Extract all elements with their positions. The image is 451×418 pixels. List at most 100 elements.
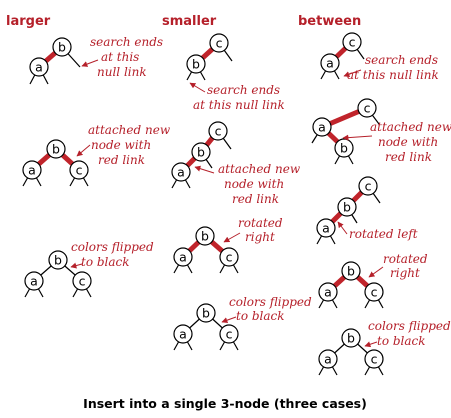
svg-text:a: a (177, 165, 185, 180)
annotation-larger-flipped: colors flipped to black (71, 240, 158, 269)
annotation-arrow (81, 59, 99, 67)
node-a: a (173, 324, 193, 344)
between-step-attached: c a b attached new node with red link (311, 98, 451, 165)
svg-text:c: c (226, 327, 233, 342)
svg-text:b: b (340, 141, 348, 156)
annotation-smaller-search: search ends at this null link (193, 83, 285, 112)
annotation-between-rotated-right: rotated right (383, 252, 431, 280)
node-b: b (48, 250, 68, 270)
annotation-arrow (364, 341, 378, 348)
node-b: b (196, 303, 216, 323)
between-step-rotated-right: b a c rotated right (318, 252, 431, 309)
node-b: b (341, 261, 361, 281)
node-c: c (357, 98, 377, 118)
node-c: c (219, 324, 239, 344)
svg-text:a: a (179, 250, 187, 265)
annotation-arrow (221, 316, 237, 324)
annotation-arrow (343, 69, 362, 78)
larger-step-flipped: b a c colors flipped to black (24, 240, 158, 298)
svg-text:b: b (52, 142, 60, 157)
node-b: b (337, 197, 357, 217)
svg-text:a: a (324, 285, 332, 300)
smaller-step-search: c b search ends at this null link (186, 33, 285, 112)
svg-text:a: a (179, 327, 187, 342)
svg-text:b: b (192, 57, 200, 72)
annotation-arrow (342, 134, 373, 141)
larger-step-search: b a search ends at this null link (29, 35, 163, 85)
svg-text:c: c (215, 124, 222, 139)
node-a: a (171, 162, 191, 182)
svg-text:b: b (201, 229, 209, 244)
svg-text:b: b (202, 306, 210, 321)
figure-caption: Insert into a single 3-node (three cases… (83, 396, 367, 411)
svg-text:a: a (35, 60, 43, 75)
node-a: a (320, 53, 340, 73)
node-b: b (341, 328, 361, 348)
svg-text:c: c (226, 250, 233, 265)
annotation-arrow (194, 165, 215, 174)
column-header-between: between (298, 14, 361, 29)
node-a: a (318, 282, 338, 302)
node-a: a (318, 349, 338, 369)
annotation-between-rotated-left: rotated left (349, 227, 418, 241)
node-a: a (24, 271, 44, 291)
node-b: b (52, 37, 72, 57)
node-c: c (364, 282, 384, 302)
svg-text:a: a (322, 221, 330, 236)
annotation-between-attached: attached new node with red link (370, 120, 451, 164)
svg-text:c: c (364, 101, 371, 116)
annotation-arrow (223, 232, 241, 243)
between-step-flipped: b a c colors flipped to black (318, 319, 451, 376)
node-a: a (29, 57, 49, 77)
node-c: c (208, 121, 228, 141)
column-header-smaller: smaller (162, 14, 217, 29)
node-a: a (316, 218, 336, 238)
between-step-rotated-left: c b a rotated left (316, 176, 418, 245)
annotation-arrow (337, 221, 348, 235)
node-c: c (209, 33, 229, 53)
node-a: a (173, 247, 193, 267)
svg-text:c: c (365, 179, 372, 194)
smaller-step-flipped: b a c colors flipped to black (173, 295, 316, 351)
svg-text:c: c (371, 285, 378, 300)
annotation-arrow (368, 266, 384, 278)
annotation-smaller-rotated: rotated right (238, 216, 286, 244)
annotation-smaller-flipped: colors flipped to black (229, 295, 316, 323)
svg-text:b: b (347, 264, 355, 279)
between-step-search: c a search ends at this null link (320, 32, 442, 82)
svg-text:c: c (79, 274, 86, 289)
svg-text:a: a (318, 120, 326, 135)
annotation-between-flipped: colors flipped to black (368, 319, 451, 348)
smaller-step-rotated: b a c rotated right (173, 216, 286, 274)
svg-text:c: c (216, 36, 223, 51)
annotation-smaller-attached: attached new node with red link (218, 162, 304, 206)
svg-text:a: a (28, 163, 36, 178)
svg-text:b: b (197, 145, 205, 160)
node-c: c (69, 160, 89, 180)
node-a: a (312, 117, 332, 137)
svg-text:a: a (30, 274, 38, 289)
svg-text:c: c (76, 163, 83, 178)
column-header-larger: larger (6, 14, 51, 29)
svg-text:b: b (343, 200, 351, 215)
annotation-arrow (70, 262, 83, 269)
node-a: a (22, 160, 42, 180)
svg-text:b: b (54, 253, 62, 268)
annotation-between-search: search ends at this null link (347, 53, 442, 82)
node-b: b (195, 226, 215, 246)
larger-step-attached: b a c attached new node with red link (22, 123, 174, 187)
svg-text:b: b (347, 331, 355, 346)
annotation-larger-attached: attached new node with red link (88, 123, 174, 167)
node-c: c (219, 247, 239, 267)
node-b: b (186, 54, 206, 74)
annotation-arrow (189, 82, 206, 93)
node-c: c (358, 176, 378, 196)
svg-text:c: c (371, 352, 378, 367)
smaller-step-attached: c b a attached new node with red link (171, 121, 304, 206)
node-c: c (364, 349, 384, 369)
annotation-arrow (76, 144, 91, 157)
node-c: c (72, 271, 92, 291)
node-b: b (191, 142, 211, 162)
